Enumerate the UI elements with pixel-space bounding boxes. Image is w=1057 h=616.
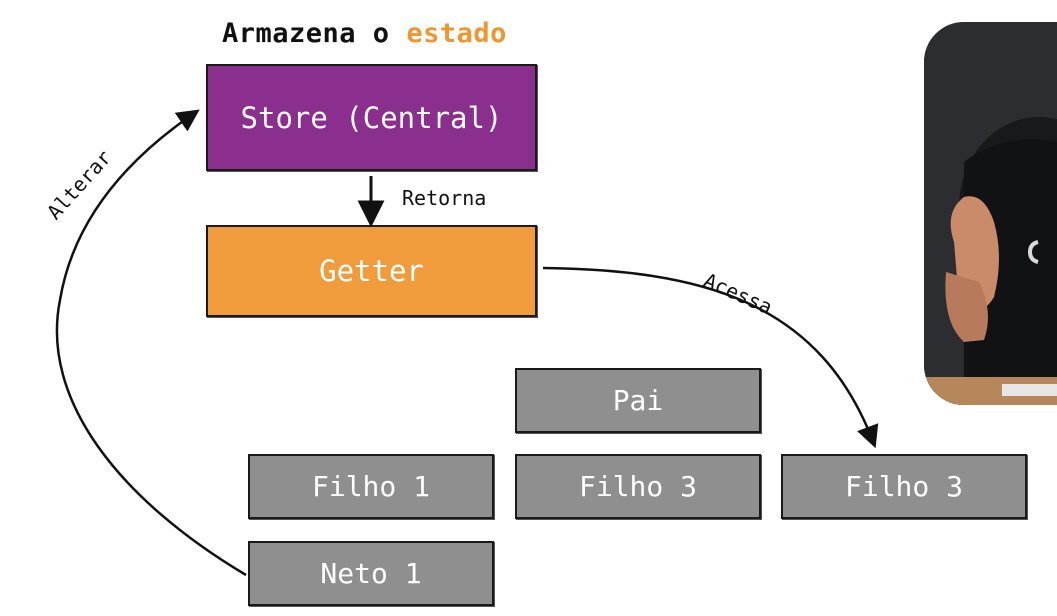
alterar-label: Alterar [42, 145, 117, 225]
presenter-image [924, 22, 1057, 405]
filho3-middle-node: Filho 3 [515, 454, 761, 519]
neto1-node: Neto 1 [248, 541, 494, 606]
retorna-label: Retorna [402, 186, 487, 210]
store-label: Store (Central) [240, 100, 503, 135]
filho3-right-label: Filho 3 [844, 470, 963, 503]
store-node: Store (Central) [206, 64, 537, 171]
filho1-node: Filho 1 [248, 454, 494, 519]
pai-node: Pai [515, 368, 761, 433]
acessa-label: Acessa [700, 268, 777, 320]
filho3-right-node: Filho 3 [781, 454, 1027, 519]
filho3-middle-label: Filho 3 [578, 470, 697, 503]
pai-label: Pai [612, 384, 664, 417]
title-prefix: Armazena o [222, 18, 407, 49]
filho1-label: Filho 1 [311, 470, 430, 503]
getter-label: Getter [319, 254, 424, 288]
getter-node: Getter [206, 225, 537, 317]
neto1-label: Neto 1 [320, 557, 422, 590]
presenter-video [924, 22, 1057, 405]
title-accent: estado [406, 18, 507, 49]
diagram-title: Armazena o estado [222, 18, 507, 49]
